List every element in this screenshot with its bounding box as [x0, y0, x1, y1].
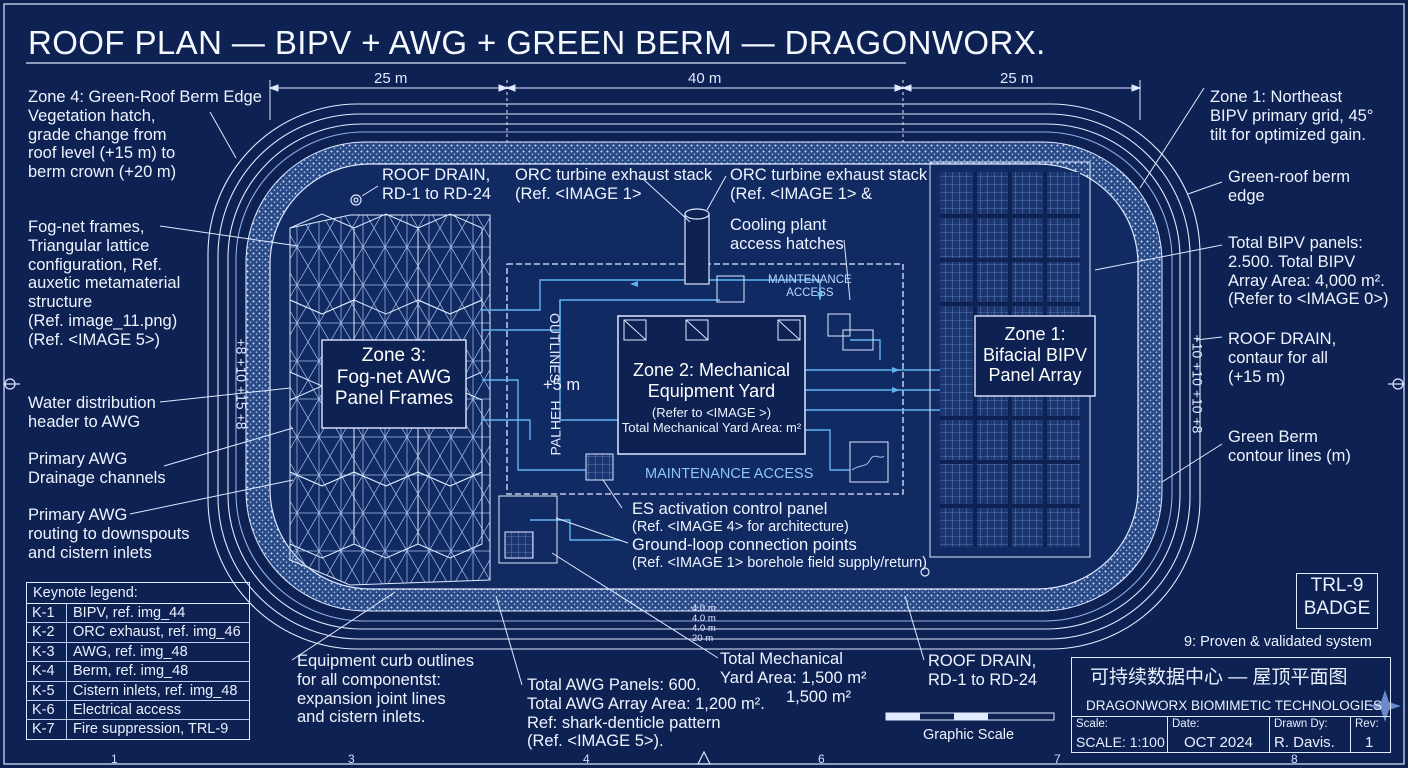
title-block-company: DRAGONWORX BIOMIMETIC TECHNOLOGIES: [1086, 698, 1383, 713]
section-markers: [4, 378, 1404, 765]
callout-ground-loop: Ground-loop connection points(Ref. <IMAG…: [632, 536, 927, 571]
zone2-detail: (Refer to <IMAGE >)Total Mechanical Yard…: [621, 405, 802, 435]
side-marks-right: +10 +10 +10 +8: [1189, 334, 1206, 434]
corner-sparkle-icon: [1369, 690, 1401, 722]
title-block-rev: Rev:1: [1350, 716, 1390, 753]
title-block: 可持续数据中心 — 屋顶平面图 DRAGONWORX BIOMIMETIC TE…: [1071, 657, 1391, 753]
mech-piping: [482, 279, 940, 541]
column-number: 3: [348, 752, 355, 766]
flow-arrows: [630, 281, 900, 393]
column-number: 6: [818, 752, 825, 766]
graphic-scale-label: Graphic Scale: [923, 727, 1015, 743]
callout-roof-drain-top: ROOF DRAIN,RD-1 to RD-24: [382, 166, 492, 203]
zone2-equipment-box: [617, 315, 806, 455]
callout-orc-stack-2: ORC turbine exhaust stack(Ref. <IMAGE 1>…: [730, 166, 928, 203]
leader-lines: [129, 87, 1223, 686]
orc-exhaust-stack: [684, 208, 710, 285]
dimension-right: 25 m: [1000, 70, 1034, 87]
callout-roof-drain-right: ROOF DRAIN,contaur for all(+15 m): [1228, 330, 1337, 386]
title-block-scale: Scale:SCALE: 1:100: [1076, 718, 1165, 750]
callout-es-panel: ES activation control panel(Ref. <IMAGE …: [632, 500, 849, 535]
side-marks-left: +8 +10 +15 +8: [233, 338, 250, 430]
title-block-date: Date:OCT 2024: [1167, 716, 1269, 753]
label-plus5: +5 m: [543, 376, 581, 394]
callout-roof-drain-bottom: ROOF DRAIN,RD-1 to RD-24: [928, 652, 1038, 689]
equipment-curbs: [498, 275, 889, 564]
graphic-scale-bar: [885, 712, 1055, 721]
dimension-left: 25 m: [374, 70, 408, 87]
dimension-center: 40 m: [688, 70, 722, 87]
zone1-label-box: [974, 315, 1096, 397]
page-title: ROOF PLAN — BIPV + AWG + GREEN BERM — DR…: [28, 24, 1046, 61]
column-number: 4: [583, 752, 590, 766]
column-number: 1: [111, 752, 118, 766]
keynote-heading: Keynote legend:: [27, 583, 249, 604]
trl-caption: 9: Proven & validated system: [1184, 634, 1372, 650]
zone3-label-box: [321, 339, 467, 429]
callout-awg-totals: Total AWG Panels: 600.Total AWG Array Ar…: [527, 676, 765, 751]
maintenance-access-bottom: MAINTENANCE ACCESS: [645, 466, 814, 482]
callout-orc-stack-1: ORC turbine exhaust stack(Ref. <IMAGE 1>: [515, 166, 713, 203]
label-palheh: PALHEH: [547, 400, 564, 456]
column-number: 7: [1054, 752, 1061, 766]
roof-drains: [350, 194, 930, 577]
title-block-chinese: 可持续数据中心 — 屋顶平面图: [1090, 667, 1348, 688]
label-outlines: OUTLINES: [547, 312, 564, 384]
title-block-drawn: Drawn Dy:R. Davis.: [1269, 716, 1350, 753]
column-number: 8: [1291, 752, 1298, 766]
